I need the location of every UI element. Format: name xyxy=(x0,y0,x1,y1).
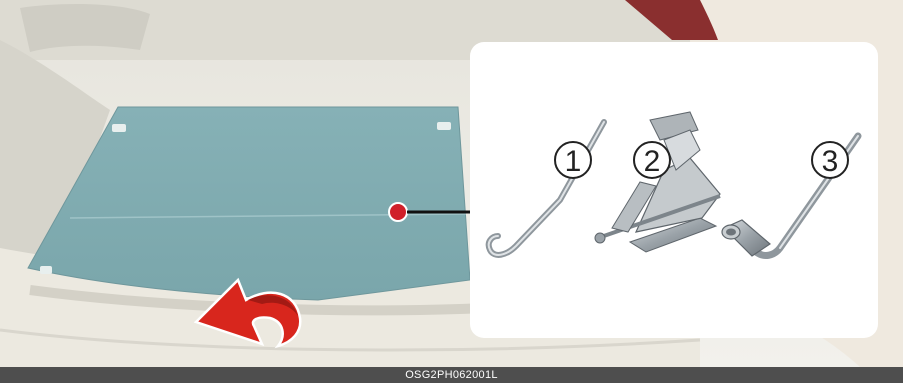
figure-code: OSG2PH062001L xyxy=(405,369,498,381)
seat-headrest xyxy=(20,4,150,52)
tool-number-3: 3 xyxy=(822,145,839,178)
board-clip-left xyxy=(112,124,126,132)
tool-number-1: 1 xyxy=(565,145,582,178)
trunk-illustration: 1 2 3 xyxy=(0,0,903,367)
location-marker xyxy=(389,203,407,221)
figure-code-bar: OSG2PH062001L xyxy=(0,367,903,383)
board-clip-right xyxy=(437,122,451,130)
tool-number-2: 2 xyxy=(644,145,661,178)
board-clip-front xyxy=(40,266,52,274)
